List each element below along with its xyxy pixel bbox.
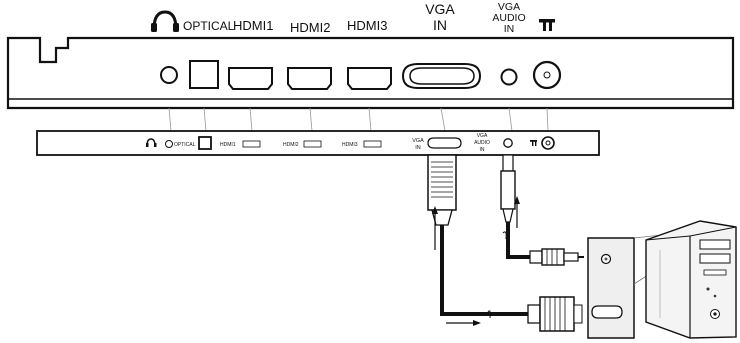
vga-plug-bottom: [527, 304, 541, 324]
vga-audio-label-line1: VGA: [498, 1, 520, 13]
audio-plug-top: [502, 154, 514, 172]
vga-in-label-line1: VGA: [425, 1, 455, 17]
strip-hdmi2-label: HDMI2: [283, 142, 299, 148]
headphone-jack: [160, 66, 178, 84]
strip-optical-label: OPTICAL: [174, 142, 196, 148]
strip-hdmi1-label: HDMI1: [220, 142, 236, 148]
optical-port: [189, 60, 219, 89]
hdmi2-port: [287, 67, 332, 90]
computer-tower: [587, 220, 737, 339]
arrow-right-icon: [446, 320, 481, 326]
strip-vga-audio-jack: [503, 138, 513, 148]
arrow-up-icon: [432, 206, 438, 250]
headphone-icon: [146, 138, 157, 147]
hdmi1-label: HDMI1: [233, 18, 273, 33]
vga-in-label-line2: IN: [433, 17, 447, 33]
strip-vga-audio-label-line1: VGA: [477, 133, 488, 139]
vga-audio-label-line2: AUDIO: [492, 12, 525, 24]
tv-rear-panel-strip: OPTICAL HDMI1 HDMI2 HDMI3 VGA IN VGA AUD…: [36, 130, 600, 156]
arrow-up-icon: [514, 196, 520, 228]
strip-vga-audio-label-line3: IN: [480, 147, 485, 153]
strip-vga-audio-label-line2: AUDIO: [474, 140, 490, 146]
vga-plug-top: [427, 154, 457, 211]
headphone-icon: [151, 10, 179, 32]
vga-audio-jack: [500, 68, 518, 86]
strip-optical-port: [198, 136, 212, 150]
antenna-icon: [539, 19, 555, 31]
hdmi2-label: HDMI2: [290, 20, 330, 35]
audio-plug-bottom: [529, 250, 543, 264]
pc-rear-detail: [587, 237, 635, 339]
vga-port: [401, 63, 482, 89]
vga-audio-label-line3: IN: [504, 23, 515, 35]
strip-vga-label-line1: VGA: [412, 138, 424, 144]
audio-cable: [500, 154, 584, 266]
hdmi3-port: [347, 67, 392, 90]
strip-hdmi3-label: HDMI3: [342, 142, 358, 148]
vga-cable: [427, 154, 583, 332]
tv-rear-panel-enlarged: OPTICAL HDMI1 HDMI2 HDMI3 VGA IN VGA AUD…: [6, 1, 735, 132]
optical-label: OPTICAL: [183, 19, 235, 33]
strip-vga-port: [427, 137, 462, 149]
hdmi1-port: [228, 67, 273, 90]
antenna-icon: [530, 140, 537, 146]
hdmi3-label: HDMI3: [347, 18, 387, 33]
strip-vga-label-line2: IN: [415, 145, 421, 151]
